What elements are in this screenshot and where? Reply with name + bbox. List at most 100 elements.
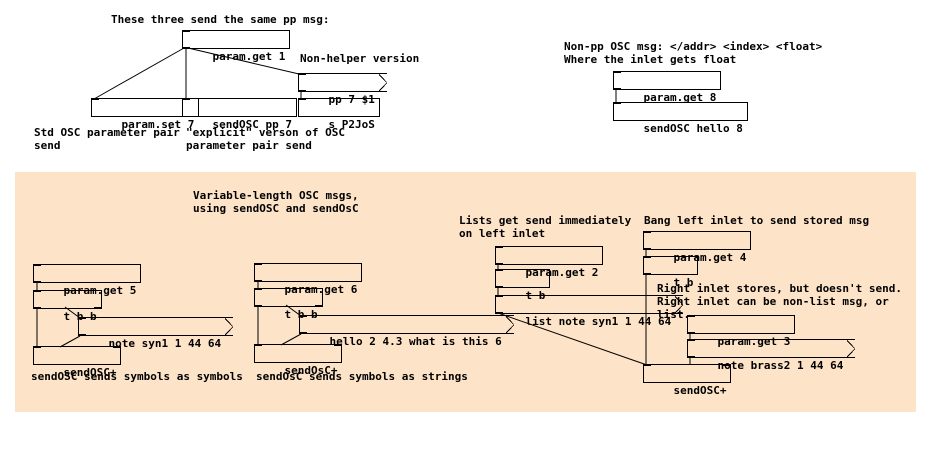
object-label: sendOSC+ bbox=[63, 366, 117, 379]
patch-canvas[interactable]: These three send the same pp msg: Non-he… bbox=[0, 0, 935, 432]
comment-non-pp: Non-pp OSC msg: </addr> <index> <float> … bbox=[564, 40, 823, 66]
object-label: t b b bbox=[284, 308, 318, 321]
inlet[interactable] bbox=[183, 30, 190, 32]
inlet[interactable] bbox=[496, 269, 503, 271]
inlet[interactable] bbox=[183, 98, 190, 100]
outlet[interactable] bbox=[496, 312, 503, 314]
object-label: param.get 3 bbox=[717, 335, 791, 348]
inlet-right[interactable] bbox=[334, 344, 342, 346]
outlet[interactable] bbox=[688, 356, 695, 358]
inlet[interactable] bbox=[299, 98, 306, 100]
message-label: list note syn1 1 44 64 bbox=[525, 315, 672, 328]
object-t-b-a[interactable]: t b bbox=[495, 269, 551, 302]
comment-non-helper: Non-helper version bbox=[300, 52, 420, 65]
comment-bang-left: Bang left inlet to send stored msg bbox=[644, 214, 870, 227]
comment-right-inlet: Right inlet stores, but doesn't send. Ri… bbox=[657, 282, 903, 321]
inlet-left[interactable] bbox=[34, 346, 41, 348]
message-hello[interactable]: hello 2 4.3 what is this 6 bbox=[299, 315, 514, 348]
outlet[interactable] bbox=[644, 248, 651, 250]
message-label: note brass2 1 44 64 bbox=[717, 359, 844, 372]
message-pp-7[interactable]: pp 7 $1 bbox=[298, 73, 387, 106]
object-param-get-3[interactable]: param.get 3 bbox=[687, 315, 796, 348]
inlet[interactable] bbox=[688, 315, 695, 317]
object-t-b-b-b[interactable]: t b b bbox=[254, 288, 323, 321]
comment-explicit: "explicit" verson of OSC parameter pair … bbox=[186, 126, 345, 152]
outlet[interactable] bbox=[496, 286, 503, 288]
object-label: t b bbox=[673, 276, 694, 289]
outlet[interactable] bbox=[255, 280, 262, 282]
outlet-left[interactable] bbox=[255, 305, 262, 307]
inlet-left[interactable] bbox=[644, 364, 651, 366]
inlet[interactable] bbox=[644, 256, 651, 258]
object-param-set-7[interactable]: param.set 7 bbox=[91, 98, 200, 131]
comment-lists-immediate: Lists get send immediately on left inlet bbox=[459, 214, 632, 240]
comment-top-header: These three send the same pp msg: bbox=[111, 13, 330, 26]
inlet[interactable] bbox=[92, 98, 99, 100]
inlet[interactable] bbox=[255, 288, 262, 290]
inlet[interactable] bbox=[300, 315, 307, 317]
object-t-b-b-a[interactable]: t b b bbox=[33, 290, 102, 323]
object-sendosc-plus-b[interactable]: sendOsC+ bbox=[254, 344, 343, 377]
outlet[interactable] bbox=[688, 332, 695, 334]
inlet[interactable] bbox=[496, 295, 503, 297]
object-sendosc-pp-7[interactable]: sendOSC pp 7 bbox=[182, 98, 297, 131]
outlet[interactable] bbox=[300, 332, 307, 334]
outlet-right[interactable] bbox=[93, 307, 101, 309]
inlet-right[interactable] bbox=[723, 364, 731, 366]
object-label: param.get 4 bbox=[673, 251, 747, 264]
inlet[interactable] bbox=[688, 339, 695, 341]
variable-length-section-background bbox=[15, 172, 916, 412]
object-label: sendOsC+ bbox=[284, 364, 338, 377]
comment-sends-strings: sendOsC sends symbols as strings bbox=[256, 370, 468, 383]
comment-sends-symbols: sendOSC sends symbols as symbols bbox=[31, 370, 243, 383]
object-s-p2jos[interactable]: s P2JoS bbox=[298, 98, 380, 131]
outlet[interactable] bbox=[614, 88, 621, 90]
inlet[interactable] bbox=[496, 246, 503, 248]
message-note-brass2[interactable]: note brass2 1 44 64 bbox=[687, 339, 856, 372]
object-sendosc-hello-8[interactable]: sendOSC hello 8 bbox=[613, 102, 748, 135]
object-t-b-b[interactable]: t b bbox=[643, 256, 699, 289]
inlet[interactable] bbox=[34, 290, 41, 292]
inlet[interactable] bbox=[614, 102, 621, 104]
inlet-right[interactable] bbox=[113, 346, 121, 348]
object-param-get-1[interactable]: param.get 1 bbox=[182, 30, 291, 63]
message-label: pp 7 $1 bbox=[328, 93, 375, 106]
object-label: s P2JoS bbox=[328, 118, 375, 131]
message-list-note[interactable]: list note syn1 1 44 64 bbox=[495, 295, 684, 328]
object-label: param.get 8 bbox=[643, 91, 717, 104]
object-param-get-2[interactable]: param.get 2 bbox=[495, 246, 604, 279]
outlet[interactable] bbox=[34, 281, 41, 283]
cord-param1-to-paramset7 bbox=[93, 47, 185, 100]
inlet[interactable] bbox=[34, 264, 41, 266]
outlet[interactable] bbox=[79, 334, 86, 336]
inlet[interactable] bbox=[614, 71, 621, 73]
inlet[interactable] bbox=[255, 263, 262, 265]
outlet[interactable] bbox=[299, 90, 306, 92]
outlet[interactable] bbox=[644, 273, 651, 275]
object-label: param.get 6 bbox=[284, 283, 358, 296]
object-sendosc-plus-a[interactable]: sendOSC+ bbox=[33, 346, 122, 379]
message-label: note syn1 1 44 64 bbox=[108, 337, 222, 350]
outlet[interactable] bbox=[496, 263, 503, 265]
outlet-left[interactable] bbox=[34, 307, 41, 309]
message-note-syn1[interactable]: note syn1 1 44 64 bbox=[78, 317, 234, 350]
comment-variable-length: Variable-length OSC msgs, using sendOSC … bbox=[193, 189, 359, 215]
object-label: t b b bbox=[63, 310, 97, 323]
object-param-get-5[interactable]: param.get 5 bbox=[33, 264, 142, 297]
inlet[interactable] bbox=[644, 231, 651, 233]
outlet[interactable] bbox=[183, 47, 190, 49]
object-label: param.set 7 bbox=[121, 118, 195, 131]
outlet-right[interactable] bbox=[314, 305, 322, 307]
object-label: sendOSC hello 8 bbox=[643, 122, 743, 135]
inlet[interactable] bbox=[79, 317, 86, 319]
object-label: sendOSC pp 7 bbox=[212, 118, 292, 131]
object-param-get-4[interactable]: param.get 4 bbox=[643, 231, 752, 264]
object-param-get-6[interactable]: param.get 6 bbox=[254, 263, 363, 296]
object-sendosc-plus-c[interactable]: sendOSC+ bbox=[643, 364, 732, 397]
message-label: hello 2 4.3 what is this 6 bbox=[329, 335, 502, 348]
inlet[interactable] bbox=[299, 73, 306, 75]
inlet-left[interactable] bbox=[255, 344, 262, 346]
comment-std-osc: Std OSC parameter pair send bbox=[34, 126, 180, 152]
object-param-get-8[interactable]: param.get 8 bbox=[613, 71, 722, 104]
object-label: sendOSC+ bbox=[673, 384, 727, 397]
